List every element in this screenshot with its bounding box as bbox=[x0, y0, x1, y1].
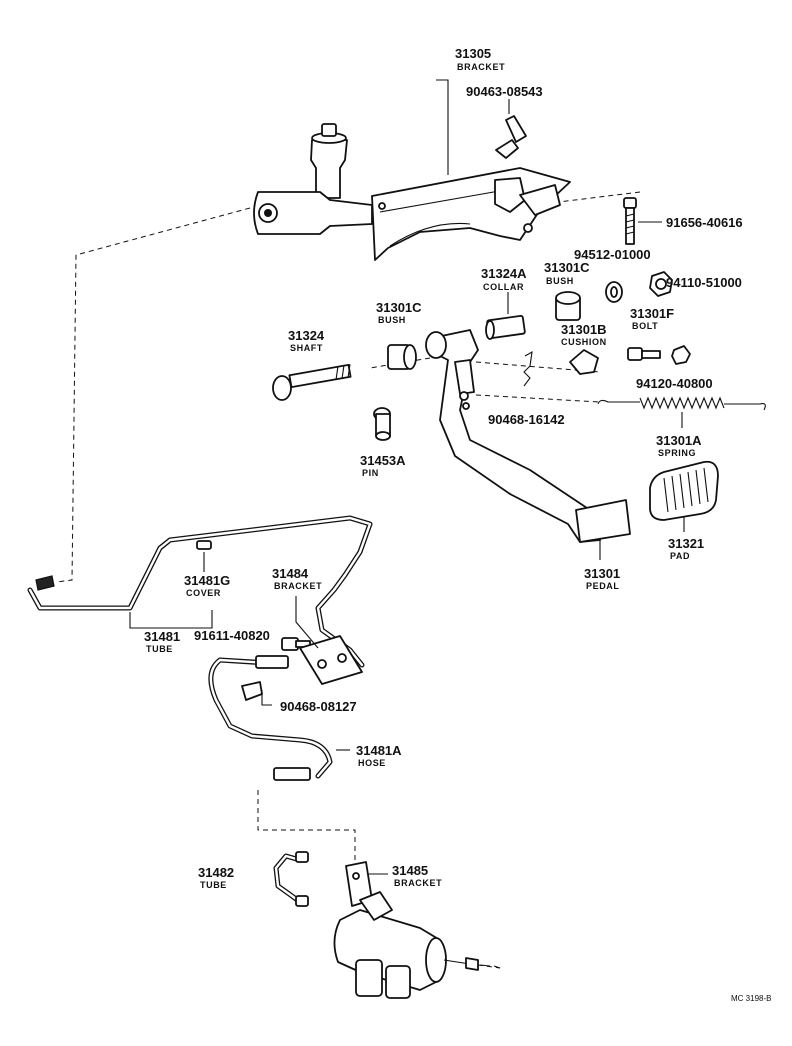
bolt-91656-40616 bbox=[623, 197, 662, 245]
label-cover: 31481G COVER bbox=[184, 573, 230, 598]
label-name: SHAFT bbox=[290, 343, 323, 353]
label-nut-right: 94110-51000 bbox=[666, 275, 742, 290]
label-bolt-tube: 91611-40820 bbox=[194, 628, 270, 643]
cushion-31301B bbox=[569, 349, 599, 375]
bracket-31484 bbox=[295, 596, 363, 685]
nut-94120-40800 bbox=[671, 345, 691, 365]
label-nut-mid: 94120-40800 bbox=[636, 376, 713, 391]
label-cushion: 31301B CUSHION bbox=[561, 322, 607, 347]
label-number: 31305 bbox=[455, 46, 491, 61]
label-name: CUSHION bbox=[561, 337, 607, 347]
pad-31321 bbox=[649, 460, 719, 532]
label-number: 31301C bbox=[376, 300, 422, 315]
label-name: COVER bbox=[186, 588, 221, 598]
label-number: 31453A bbox=[360, 453, 406, 468]
label-pin-clip: 90468-16142 bbox=[488, 412, 565, 427]
bolt-31301F bbox=[627, 347, 661, 361]
shaft-31324 bbox=[272, 363, 352, 401]
nut-94110-51000 bbox=[649, 271, 673, 297]
label-bolt-f: 31301F BOLT bbox=[630, 306, 674, 331]
label-pedal: 31301 PEDAL bbox=[584, 566, 620, 591]
pedal-bracket-assembly bbox=[253, 79, 571, 261]
label-number: 31301B bbox=[561, 322, 607, 337]
label-bolt-top: 90463-08543 bbox=[466, 84, 543, 99]
bolt-91611-40820 bbox=[281, 637, 311, 651]
label-shaft: 31324 SHAFT bbox=[288, 328, 325, 353]
label-tube-bottom: 31482 TUBE bbox=[198, 865, 234, 890]
label-name: PAD bbox=[670, 551, 690, 561]
label-bush-left: 31301C BUSH bbox=[376, 300, 422, 325]
label-washer: 94512-01000 bbox=[574, 247, 651, 262]
label-bush-mid: 31301C BUSH bbox=[544, 260, 590, 286]
bush-31301C-left bbox=[387, 344, 417, 370]
tube-31481 bbox=[27, 515, 373, 668]
label-name: TUBE bbox=[200, 880, 227, 890]
label-name: SPRING bbox=[658, 448, 696, 458]
bracket-body bbox=[371, 167, 571, 261]
label-number: 31484 bbox=[272, 566, 309, 581]
label-number: 31301 bbox=[584, 566, 620, 581]
release-cylinder bbox=[333, 891, 501, 999]
label-bracket-bottom: 31485 BRACKET bbox=[392, 863, 442, 888]
label-pin: 31453A PIN bbox=[360, 453, 406, 478]
label-number: 31481 bbox=[144, 629, 180, 644]
label-collar: 31324A COLLAR bbox=[481, 266, 527, 292]
label-number: 31324A bbox=[481, 266, 527, 281]
label-name: BUSH bbox=[378, 315, 406, 325]
pedal-31301 bbox=[425, 329, 631, 560]
label-name: BRACKET bbox=[457, 62, 505, 72]
label-name: COLLAR bbox=[483, 282, 524, 292]
pin-clip-90468-16142 bbox=[523, 350, 533, 387]
bolt-90463-08543 bbox=[495, 99, 527, 159]
label-name: HOSE bbox=[358, 758, 386, 768]
label-name: BRACKET bbox=[274, 581, 322, 591]
label-number: 31485 bbox=[392, 863, 428, 878]
hose-31481A bbox=[208, 655, 350, 781]
label-tube-top: 31481 TUBE bbox=[144, 629, 180, 654]
cover-31481G bbox=[196, 540, 212, 572]
label-number: 31481A bbox=[356, 743, 402, 758]
label-name: TUBE bbox=[146, 644, 173, 654]
label-hose: 31481A HOSE bbox=[356, 743, 402, 768]
label-number: 31301F bbox=[630, 306, 674, 321]
label-number: 31301C bbox=[544, 260, 590, 275]
clip-90468-08127 bbox=[241, 681, 272, 706]
label-number: 31482 bbox=[198, 865, 234, 880]
label-name: BOLT bbox=[632, 321, 658, 331]
washer-94512-01000 bbox=[605, 281, 623, 303]
label-number: 31301A bbox=[656, 433, 702, 448]
label-name: BUSH bbox=[546, 276, 574, 286]
figure-code: MC 3198-B bbox=[731, 994, 771, 1003]
label-name: PIN bbox=[362, 468, 379, 478]
label-number: 31481G bbox=[184, 573, 230, 588]
label-bolt-right: 91656-40616 bbox=[666, 215, 743, 230]
label-pad: 31321 PAD bbox=[668, 536, 704, 561]
label-name: PEDAL bbox=[586, 581, 620, 591]
label-bracket-top: 31305 BRACKET bbox=[455, 46, 505, 72]
bush-31301C-mid bbox=[555, 291, 581, 321]
label-name: BRACKET bbox=[394, 878, 442, 888]
spring-31301A bbox=[597, 396, 766, 428]
master-cylinder-body bbox=[253, 191, 373, 235]
pin-31453A bbox=[373, 407, 391, 441]
label-spring: 31301A SPRING bbox=[656, 433, 702, 458]
label-clip: 90468-08127 bbox=[280, 699, 357, 714]
tube-31482 bbox=[273, 851, 309, 907]
label-number: 31324 bbox=[288, 328, 325, 343]
label-bracket-mid: 31484 BRACKET bbox=[272, 566, 322, 591]
reservoir bbox=[310, 139, 348, 199]
label-number: 31321 bbox=[668, 536, 704, 551]
collar-31324A bbox=[485, 292, 526, 340]
